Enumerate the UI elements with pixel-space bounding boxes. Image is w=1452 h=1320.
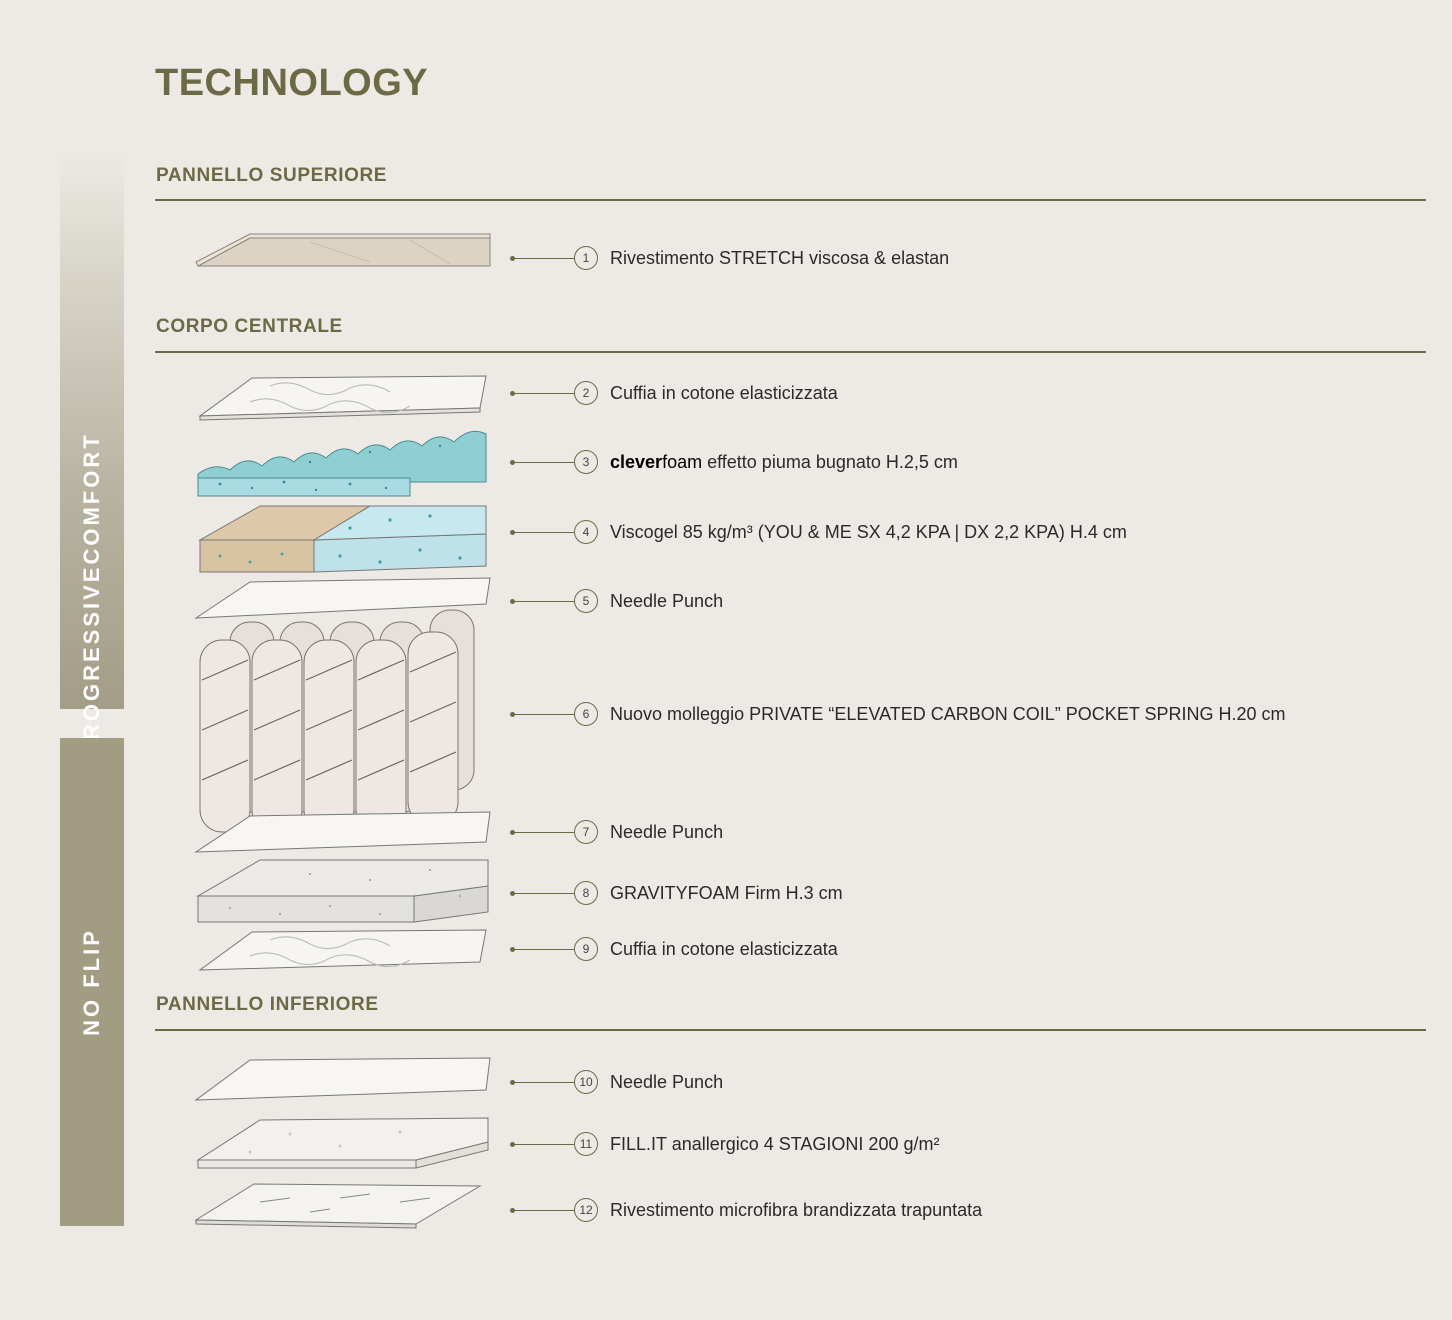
leader-line: [510, 390, 574, 396]
leader-line: [510, 598, 574, 604]
item-number: 12: [574, 1198, 598, 1222]
item-number: 2: [574, 381, 598, 405]
item-label: Cuffia in cotone elasticizzata: [610, 938, 838, 959]
item-label-text: effetto piuma bugnato H.2,5 cm: [702, 451, 958, 472]
item-number: 11: [574, 1132, 598, 1156]
needle-punch-illustration: [194, 1057, 491, 1101]
leader-line: [510, 255, 574, 261]
progressive-comfort-tab: PROGRESSIVECOMFORT: [60, 150, 124, 758]
leader-line: [510, 946, 574, 952]
callout-item: 1 Rivestimento STRETCH viscosa & elastan: [510, 244, 950, 272]
callout-item: 8 GRAVITYFOAM Firm H.3 cm: [510, 879, 843, 907]
item-number: 3: [574, 450, 598, 474]
callout-item: 5 Needle Punch: [510, 587, 724, 615]
section-divider: [155, 1029, 1426, 1031]
item-number: 1: [574, 246, 598, 270]
item-number: 9: [574, 937, 598, 961]
leader-line: [510, 1079, 574, 1085]
callout-item: 10 Needle Punch: [510, 1068, 724, 1096]
section-divider: [155, 199, 1426, 201]
item-number: 4: [574, 520, 598, 544]
item-number: 10: [574, 1070, 598, 1094]
callout-item: 9 Cuffia in cotone elasticizzata: [510, 935, 838, 963]
progressive-comfort-label: PROGRESSIVECOMFORT: [79, 432, 104, 758]
item-label: GRAVITYFOAM Firm H.3 cm: [610, 882, 843, 903]
item-label: Rivestimento microfibra brandizzata trap…: [610, 1199, 983, 1220]
item-label: Needle Punch: [610, 590, 724, 611]
fill-it-illustration: [196, 1117, 489, 1169]
callout-item: 6 Nuovo molleggio PRIVATE “ELEVATED CARB…: [510, 700, 1286, 728]
item-label: Needle Punch: [610, 1071, 724, 1092]
brand-name-suffix: foam: [662, 451, 703, 472]
viscogel-illustration: [198, 505, 487, 573]
leader-line: [510, 711, 574, 717]
no-flip-label: NO FLIP: [79, 928, 104, 1036]
leader-line: [510, 1207, 574, 1213]
gravityfoam-illustration: [196, 859, 489, 923]
item-number: 7: [574, 820, 598, 844]
section-divider: [155, 351, 1426, 353]
section-title-inferiore: PANNELLO INFERIORE: [156, 994, 379, 1015]
leader-line: [510, 1141, 574, 1147]
section-title-centrale: CORPO CENTRALE: [156, 316, 343, 337]
callout-item: 12 Rivestimento microfibra brandizzata t…: [510, 1196, 983, 1224]
leader-line: [510, 829, 574, 835]
stretch-cover-illustration: [195, 233, 491, 267]
callout-item: 4 Viscogel 85 kg/m³ (YOU & ME SX 4,2 KPA…: [510, 518, 1127, 546]
callout-item: 2 Cuffia in cotone elasticizzata: [510, 379, 838, 407]
item-label: Needle Punch: [610, 821, 724, 842]
item-number: 6: [574, 702, 598, 726]
no-flip-tab: NO FLIP: [60, 738, 124, 1226]
pocket-spring-illustration: [199, 609, 475, 833]
page-title: TECHNOLOGY: [155, 62, 429, 104]
callout-item: 11 FILL.IT anallergico 4 STAGIONI 200 g/…: [510, 1130, 940, 1158]
needle-punch-illustration: [194, 811, 491, 853]
item-label: cleverfoam effetto piuma bugnato H.2,5 c…: [610, 452, 958, 473]
item-label: Rivestimento STRETCH viscosa & elastan: [610, 247, 950, 268]
needle-punch-illustration: [194, 577, 491, 619]
leader-line: [510, 890, 574, 896]
cotton-cap-illustration: [198, 929, 487, 971]
item-number: 8: [574, 881, 598, 905]
item-label: FILL.IT anallergico 4 STAGIONI 200 g/m²: [610, 1133, 940, 1154]
leader-line: [510, 529, 574, 535]
item-number: 5: [574, 589, 598, 613]
callout-item: 3 cleverfoam effetto piuma bugnato H.2,5…: [510, 448, 958, 476]
callout-item: 7 Needle Punch: [510, 818, 724, 846]
item-label: Viscogel 85 kg/m³ (YOU & ME SX 4,2 KPA |…: [610, 521, 1127, 542]
leader-line: [510, 459, 574, 465]
cleverfoam-illustration: [197, 430, 487, 497]
cotton-cap-illustration: [198, 375, 487, 421]
brand-name-bold: clever: [610, 451, 663, 472]
item-label: Cuffia in cotone elasticizzata: [610, 382, 838, 403]
microfiber-cover-illustration: [194, 1183, 482, 1229]
item-label: Nuovo molleggio PRIVATE “ELEVATED CARBON…: [610, 703, 1286, 724]
section-title-superiore: PANNELLO SUPERIORE: [156, 165, 388, 186]
